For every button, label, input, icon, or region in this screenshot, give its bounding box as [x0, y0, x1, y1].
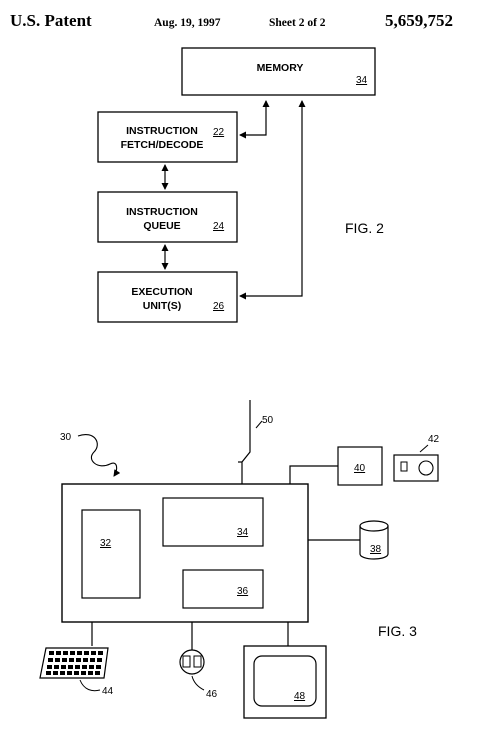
antenna-ref: 50 — [262, 415, 274, 426]
memory-box — [181, 47, 376, 96]
disk-ref: 38 — [370, 544, 382, 555]
fetch-label-line1: INSTRUCTION — [126, 125, 198, 137]
mouse-ref: 46 — [206, 689, 218, 700]
exec-label-line2: UNIT(S) — [143, 300, 182, 312]
sheet-number: Sheet 2 of 2 — [269, 17, 326, 29]
memory-label: MEMORY — [257, 62, 304, 74]
patent-date: Aug. 19, 1997 — [154, 17, 221, 29]
fetch-label-line2: FETCH/DECODE — [121, 139, 204, 151]
memory-fetch-arrow — [239, 100, 270, 139]
exec-label-line1: EXECUTION — [131, 286, 192, 298]
mouse-left-button — [182, 655, 191, 668]
keyboard-leader — [79, 679, 101, 692]
antenna-line — [241, 400, 251, 484]
disk-cylinder-body — [359, 526, 389, 560]
queue-ref: 24 — [213, 221, 225, 232]
keyboard-ref: 44 — [102, 686, 114, 697]
memory-ref: 34 — [356, 75, 368, 86]
system-unit-box — [61, 483, 309, 623]
mouse-leader — [191, 675, 205, 691]
memory-unit-box — [162, 497, 264, 547]
cpu-ref: 32 — [100, 538, 112, 549]
storage-box — [182, 569, 264, 609]
system-ref: 30 — [60, 432, 72, 443]
queue-label-line1: INSTRUCTION — [126, 206, 198, 218]
memory-unit-ref: 34 — [237, 527, 249, 538]
cpu-box — [81, 509, 141, 599]
interface-ref: 40 — [354, 463, 366, 474]
interface-connector — [289, 465, 338, 484]
device-ref: 42 — [428, 434, 440, 445]
storage-ref: 36 — [237, 586, 249, 597]
system-pointer-arrow — [77, 434, 121, 477]
display-monitor — [243, 645, 327, 719]
display-screen — [253, 655, 317, 707]
fetch-decode-box — [97, 111, 238, 163]
antenna-leader — [255, 420, 263, 429]
disk-cylinder-top — [359, 520, 389, 532]
queue-box — [97, 191, 238, 243]
device-slot-icon — [400, 461, 408, 472]
external-device — [393, 454, 439, 482]
memory-exec-arrow — [239, 100, 306, 300]
device-leader — [419, 444, 429, 453]
queue-label-line2: QUEUE — [143, 220, 180, 232]
fetch-ref: 22 — [213, 127, 225, 138]
keyboard-icon — [39, 647, 109, 679]
interface-box — [337, 446, 383, 486]
patent-title: U.S. Patent — [10, 11, 92, 30]
display-ref: 48 — [294, 691, 306, 702]
execution-box — [97, 271, 238, 323]
patent-number: 5,659,752 — [385, 11, 453, 30]
fig3-diagram: 30 32 34 36 50 40 — [39, 400, 440, 719]
fig2-caption: FIG. 2 — [345, 220, 384, 236]
fig3-caption: FIG. 3 — [378, 623, 417, 639]
mouse-right-button — [193, 655, 202, 668]
fig2-diagram: MEMORY 34 INSTRUCTION FETCH/DECODE 22 IN… — [97, 47, 384, 323]
exec-ref: 26 — [213, 301, 225, 312]
device-lens-icon — [418, 460, 434, 476]
mouse-icon — [179, 649, 205, 675]
